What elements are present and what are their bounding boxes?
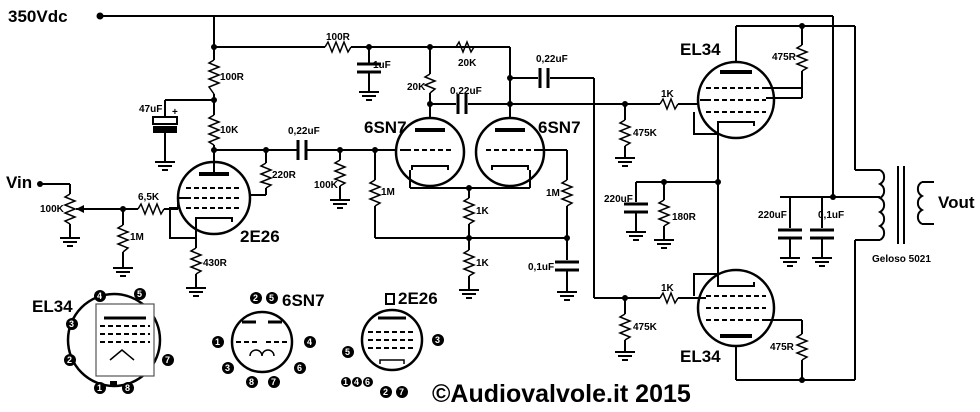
tube-label-2e26: 2E26: [240, 227, 280, 246]
sn7-pin-4: 4: [307, 337, 312, 347]
pinout-6sn7-title: 6SN7: [282, 291, 325, 310]
sn7-pin-3: 3: [225, 363, 230, 373]
label-022-a: 0,22uF: [288, 126, 320, 137]
sn7-pin-8: 8: [249, 377, 254, 387]
pinout-el34-key: [110, 381, 117, 387]
output-label: Vout: [938, 193, 975, 212]
tube-2e26: [169, 160, 252, 248]
tube-label-6sn7-a: 6SN7: [364, 118, 407, 137]
el34-pin-7: 7: [165, 355, 170, 365]
tube-6sn7-a: [394, 116, 466, 188]
sn7-pin-7: 7: [271, 377, 276, 387]
pinout-el34: EL34: [32, 292, 162, 388]
sn7-pin-6: 6: [297, 363, 302, 373]
label-475k-a: 475K: [633, 128, 658, 139]
label-01-b: 0,1uF: [818, 210, 844, 221]
tube-label-el34-bottom: EL34: [680, 347, 721, 366]
e26-pin-6: 6: [365, 377, 370, 387]
label-1uf: 1uF: [373, 60, 391, 71]
copyright-text: ©Audiovalvole.it 2015: [432, 380, 691, 408]
tube-el34-top: [693, 60, 802, 140]
el34-pin-3: 3: [69, 319, 74, 329]
label-475r-a: 475R: [772, 52, 797, 63]
label-1m-b: 1M: [546, 188, 560, 199]
tube-el34-bottom: [693, 268, 776, 348]
label-180r: 180R: [672, 212, 697, 223]
label-022-c: 0,22uF: [536, 54, 568, 65]
label-220uf-k: 220uF: [604, 194, 633, 205]
label-1k-g1: 1K: [661, 89, 675, 100]
el34-pin-2: 2: [67, 355, 72, 365]
pinout-2e26: 2E26 3 5 1 4 6 2 7: [341, 289, 444, 398]
e26-pin-2: 2: [383, 387, 388, 397]
capacitor-47uf: +: [152, 107, 178, 133]
label-01-tail: 0,1uF: [528, 262, 554, 273]
label-220uf-b: 220uF: [758, 210, 787, 221]
resistor-430r: [188, 247, 204, 275]
label-1k-tail: 1K: [476, 206, 490, 217]
pinout-2e26-title: 2E26: [398, 289, 438, 308]
el34-pin-4: 4: [97, 291, 102, 301]
label-20k-a: 20K: [407, 82, 426, 93]
tube-6sn7-b: [474, 116, 567, 188]
resistor-10k: [206, 114, 222, 146]
label-100r-mid: 100R: [326, 32, 351, 43]
el34-pin-8: 8: [125, 383, 130, 393]
capacitor-022-a: [286, 140, 400, 160]
label-1k-tail2: 1K: [476, 258, 490, 269]
supply-voltage-label: 350Vdc: [8, 7, 68, 26]
supply-rail: [96, 12, 834, 197]
label-1k-g2: 1K: [661, 283, 675, 294]
label-1m-a: 1M: [381, 187, 395, 198]
label-022-b: 0,22uF: [450, 86, 482, 97]
sn7-pin-1: 1: [215, 337, 220, 347]
svg-text:+: +: [172, 107, 178, 118]
resistor-220r: [258, 162, 274, 189]
pinout-el34-title: EL34: [32, 297, 73, 316]
input-network: [37, 181, 179, 277]
output-transformer: [855, 166, 934, 244]
label-100k-grid: 100K: [314, 180, 339, 191]
el34-pin-5: 5: [137, 289, 142, 299]
e26-pin-7: 7: [399, 387, 404, 397]
label-430r: 430R: [203, 258, 228, 269]
pinout-6sn7: 6SN7 2 5 1 4 3 6 8 7: [212, 291, 325, 388]
ground-symbol: [186, 287, 206, 297]
label-pot-100k: 100K: [40, 204, 65, 215]
label-475r-b: 475R: [770, 342, 795, 353]
label-220r: 220R: [272, 170, 297, 181]
label-47uf: 47uF: [139, 104, 162, 115]
resistor-100r-top: [206, 59, 222, 95]
label-6k5: 6,5K: [138, 192, 160, 203]
label-475k-b: 475K: [633, 322, 658, 333]
tube-label-el34-top: EL34: [680, 40, 721, 59]
sn7-pin-5: 5: [269, 293, 274, 303]
e26-pin-1: 1: [343, 377, 348, 387]
e26-pin-5: 5: [345, 347, 350, 357]
sn7-pin-2: 2: [253, 293, 258, 303]
e26-pin-4: 4: [354, 377, 359, 387]
pinout-el34-pins: 4 5 3 2 1 8 7: [64, 288, 174, 394]
e26-pin-3: 3: [435, 335, 440, 345]
tube-label-6sn7-b: 6SN7: [538, 118, 581, 137]
transformer-label: Geloso 5021: [872, 254, 931, 265]
label-10k: 10K: [220, 125, 239, 136]
label-1m-input: 1M: [130, 232, 144, 243]
el34-pin-1: 1: [97, 383, 102, 393]
input-label: Vin: [6, 173, 32, 192]
label-20k-b: 20K: [458, 58, 477, 69]
label-100r-top: 100R: [220, 72, 245, 83]
